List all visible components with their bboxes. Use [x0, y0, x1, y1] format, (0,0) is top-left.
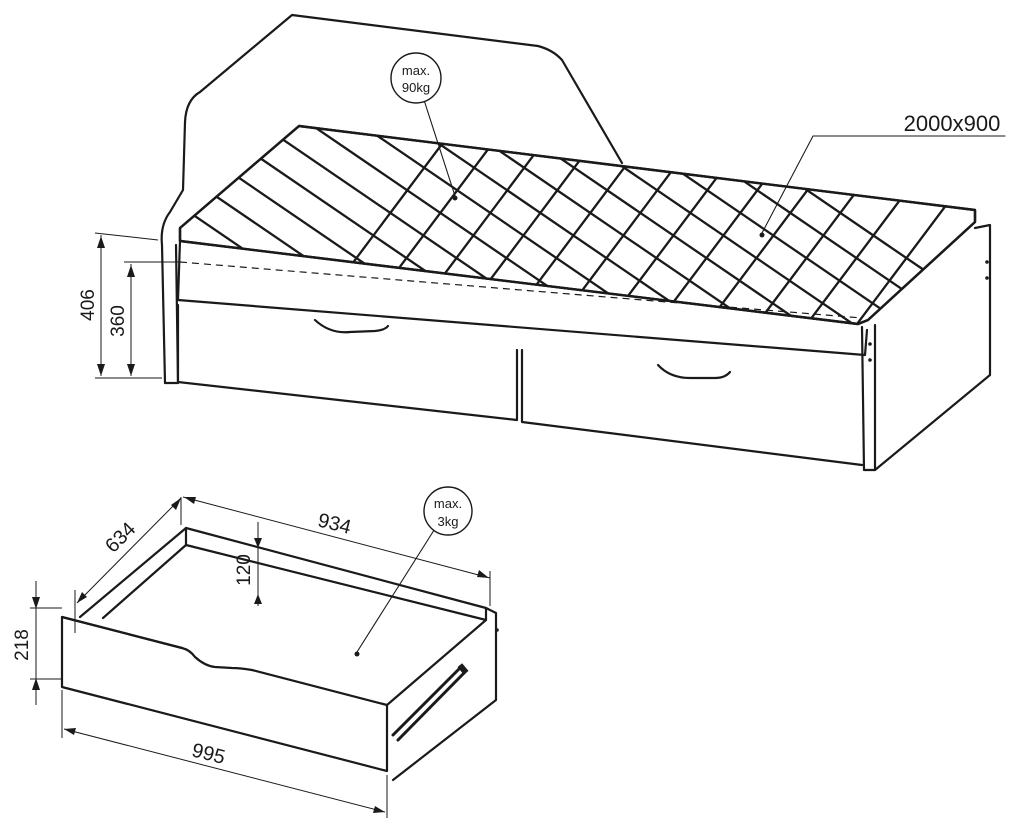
bed-badge-line1: max.	[402, 63, 430, 78]
bed-drawer-left-handle	[313, 318, 390, 334]
bed-drawer-right	[520, 348, 864, 467]
drawer-depth-label: 634	[101, 518, 140, 557]
drawer-front-panel	[60, 615, 389, 773]
drawer-front-height-label: 218	[12, 629, 33, 661]
drawer-runner	[391, 666, 467, 742]
bed-side-panel	[160, 13, 624, 385]
bed-badge-line2: 90kg	[402, 80, 430, 95]
bed-height-frame-label: 360	[108, 305, 129, 337]
bed-max-load-badge: max. 90kg	[390, 52, 442, 104]
mattress-quilting	[180, 126, 975, 324]
drawer	[30, 496, 499, 818]
bed-side-panel-edge	[163, 243, 180, 385]
drawer-front-width-label: 995	[190, 739, 228, 768]
drawer-inner-height-label: 120	[234, 554, 255, 586]
drawer-box	[78, 526, 498, 782]
bed-drawer-right-handle	[656, 363, 732, 380]
bed-slat-outline	[179, 261, 863, 319]
drawer-badge-line1: max.	[434, 496, 462, 511]
drawer-inner-width-label: 934	[316, 509, 354, 538]
mattress-size-label: 2000x900	[904, 111, 1001, 136]
drawer-max-load-badge: max. 3kg	[423, 486, 473, 536]
bed-end-panel	[860, 223, 992, 472]
bed	[94, 13, 1006, 472]
bed-front-rail	[176, 239, 869, 357]
bed-drawer-left	[176, 303, 519, 422]
drawer-badge-line2: 3kg	[438, 514, 459, 529]
bed-height-total-label: 406	[78, 289, 99, 321]
